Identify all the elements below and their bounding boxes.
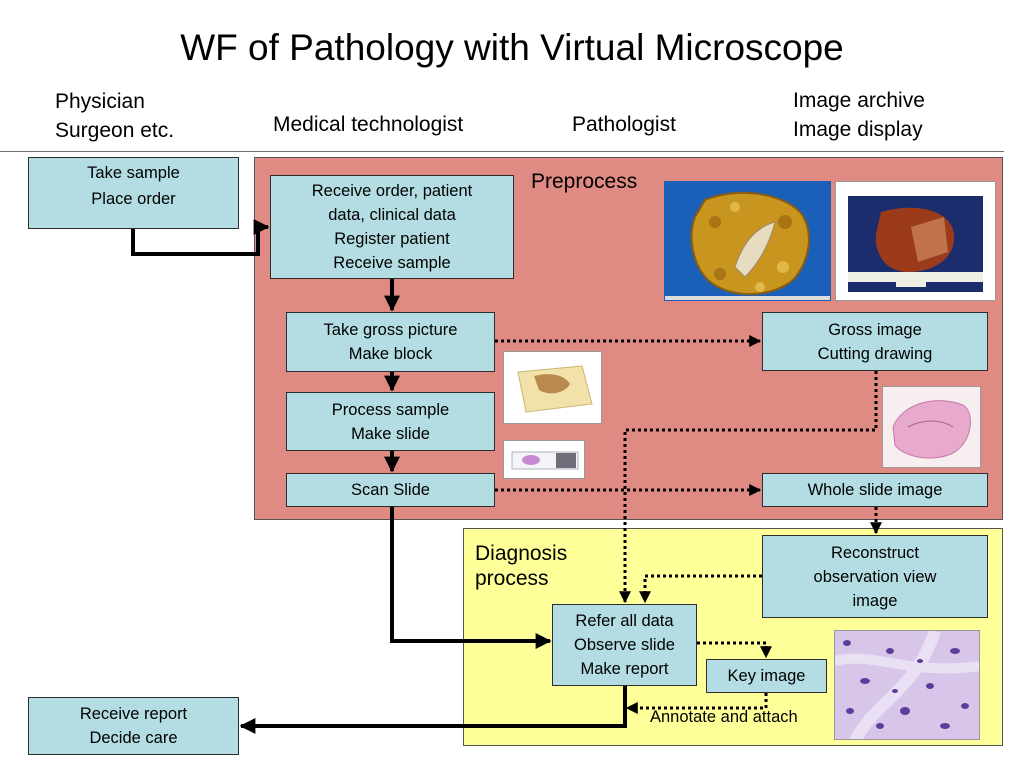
arrow-order-to-receive (131, 219, 270, 256)
whole-slide-line-1: Whole slide image (807, 481, 943, 499)
page-title: WF of Pathology with Virtual Microscope (180, 27, 844, 68)
receive-order-line-3: Register patient (334, 230, 450, 248)
refer-data-line-2: Observe slide (574, 636, 675, 654)
gross-specimen-drawing (665, 191, 830, 300)
gross-picture-box[interactable]: Take gross picture Make block (286, 312, 495, 372)
header-divider (0, 151, 1004, 152)
whole-slide-box[interactable]: Whole slide image (762, 473, 988, 507)
gross-image-line-1: Gross image (828, 320, 922, 339)
process-sample-box[interactable]: Process sample Make slide (286, 392, 495, 451)
role-physician: Physician Surgeon etc. (55, 87, 174, 145)
slide-thumbnail-drawing (883, 387, 980, 467)
reconstruct-box[interactable]: Reconstruct observation view image (762, 535, 988, 618)
gross-picture-line-1: Take gross picture (323, 321, 458, 339)
receive-report-line-2: Decide care (89, 729, 178, 747)
refer-data-box[interactable]: Refer all data Observe slide Make report (552, 604, 697, 686)
tissue-block-photo (503, 351, 602, 424)
receive-order-line-2: data, clinical data (328, 206, 456, 224)
slide-thumbnail-photo (882, 386, 981, 468)
key-image-line-1: Key image (727, 667, 806, 685)
reconstruct-line-1: Reconstruct (830, 543, 920, 562)
scan-slide-box[interactable]: Scan Slide (286, 473, 495, 507)
receive-report-line-1: Receive report (79, 705, 188, 723)
diagnosis-label-line-2: process (475, 567, 549, 590)
role-pathologist: Pathologist (572, 113, 676, 136)
microscope-view-drawing (835, 631, 979, 739)
cut-specimen-drawing (848, 196, 983, 292)
refer-data-line-3: Make report (580, 660, 669, 678)
reconstruct-line-3: image (852, 591, 898, 610)
receive-order-box[interactable]: Receive order, patient data, clinical da… (270, 175, 514, 279)
take-sample-line-1: Take sample (87, 164, 180, 182)
refer-data-line-1: Refer all data (575, 612, 674, 630)
cut-specimen-photo (835, 181, 996, 301)
tissue-block-drawing (517, 365, 593, 413)
glass-slide-drawing (511, 451, 579, 470)
gross-image-box[interactable]: Gross image Cutting drawing (762, 312, 988, 371)
diagnosis-label-line-1: Diagnosis (475, 542, 568, 565)
receive-report-box[interactable]: Receive report Decide care (28, 697, 239, 755)
scan-slide-line-1: Scan Slide (351, 481, 430, 499)
microscope-view-photo (834, 630, 980, 740)
receive-order-line-1: Receive order, patient (311, 182, 473, 200)
role-archive: Image archive Image display (793, 86, 925, 144)
annotate-label: Annotate and attach (650, 708, 798, 726)
receive-order-line-4: Receive sample (333, 254, 451, 272)
role-physician-line-2: Surgeon etc. (55, 119, 175, 142)
preprocess-label: Preprocess (531, 170, 638, 193)
key-image-box[interactable]: Key image (706, 659, 827, 693)
role-physician-line-1: Physician (55, 90, 145, 113)
role-archive-line-1: Image archive (793, 89, 925, 112)
diagnosis-label: Diagnosis process (475, 541, 567, 591)
process-sample-line-1: Process sample (331, 400, 450, 419)
reconstruct-line-2: observation view (813, 567, 937, 586)
role-technologist: Medical technologist (273, 113, 464, 136)
process-sample-line-2: Make slide (351, 424, 430, 443)
gross-picture-line-2: Make block (348, 345, 433, 363)
gross-image-line-2: Cutting drawing (817, 344, 933, 363)
take-sample-line-2: Place order (91, 190, 176, 208)
role-archive-line-2: Image display (793, 118, 923, 141)
take-sample-box[interactable]: Take sample Place order (28, 157, 239, 229)
glass-slide-photo (503, 440, 585, 479)
gross-specimen-photo (664, 181, 831, 301)
